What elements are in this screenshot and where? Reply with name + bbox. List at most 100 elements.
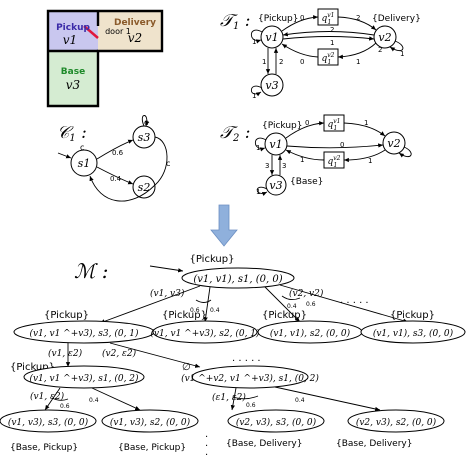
m-l3-label-2: {Base, Delivery} xyxy=(226,439,302,449)
m-l1-text-0: (v1, v1 ^+v3), s3, (0, 1) xyxy=(29,328,139,339)
base-label: Base xyxy=(61,67,85,77)
pickup-label: Pickup xyxy=(56,23,90,33)
m-l1-prob-0: 0.6 xyxy=(190,307,200,314)
m-l2-node-1 xyxy=(191,365,309,389)
delivery-label: Delivery xyxy=(114,18,156,28)
m-l1-label-1: {Pickup} xyxy=(162,310,207,321)
m-l3-prob-0: 0.6 xyxy=(60,403,70,410)
m-l2-node-0 xyxy=(23,365,145,389)
t1-edge-label-0: 0 xyxy=(300,14,304,22)
c1-label-0: c xyxy=(80,143,84,152)
t2-edge-label-2: 1 xyxy=(368,157,372,165)
t2-edge-label-8: 1 xyxy=(256,188,260,196)
t2-edge-label-0: 0 xyxy=(305,119,309,127)
m-root-label: {Pickup} xyxy=(190,254,235,265)
t1-name: 𝒯1 : xyxy=(220,11,251,32)
m-l1-text-2: (v1, v1), s2, (0, 0) xyxy=(270,328,351,339)
c1-label-4: 0.4 xyxy=(110,175,122,183)
t1-edge-label-1: 2 xyxy=(356,14,360,22)
m-l2-label-1: ∅ xyxy=(182,362,191,373)
m-l1-node-3 xyxy=(360,320,466,344)
m-l2-text-1: (v1 ^+v2, v1 ^+v3), s1, (0, 2) xyxy=(181,373,319,384)
m-l3-node-3 xyxy=(347,409,445,433)
t2-edge-label-3: 0 xyxy=(340,141,344,149)
t1-edge-label-6: 1 xyxy=(262,58,266,66)
t1-edge-label-3: 0 xyxy=(300,58,304,66)
m-l2-label-0: {Pickup} xyxy=(10,362,55,373)
m-l3-prob-3: 0.4 xyxy=(295,397,305,404)
t1-delivery-label: {Delivery} xyxy=(372,14,421,24)
t1-state-v3 xyxy=(260,73,284,97)
m-l3-text-3: (v2, v3), s2, (0, 0) xyxy=(356,417,437,428)
c1-state-s2 xyxy=(132,175,156,199)
t2-state-v2 xyxy=(382,131,406,155)
environment-map: Pickup v1 Delivery v2 door 1 Base v3 xyxy=(46,9,164,108)
t1-pickup-label: {Pickup} xyxy=(258,14,298,24)
m-action-e1e2: (ε1, ε2) xyxy=(212,392,246,403)
t2-pickup-label: {Pickup} xyxy=(262,121,302,131)
t1-edge-label-7: 2 xyxy=(279,58,283,66)
m-root-text: (v1, v1), s1, (0, 0) xyxy=(193,274,282,285)
t1-edge-label-11: 1 xyxy=(400,50,404,58)
t1-edge-label-10: 2 xyxy=(378,46,382,54)
c1-label-1: c xyxy=(144,118,148,127)
m-l3-node-1 xyxy=(101,409,199,433)
t1-v1-text: v1 xyxy=(265,31,278,44)
markov-chain-c1: 𝒞1 : s1 s3 s2 c c c 0.6 0.4 xyxy=(57,115,170,202)
t1-edge-label-2: 1 xyxy=(356,58,360,66)
m-name: ℳ : xyxy=(74,259,108,283)
delivery-var: v2 xyxy=(128,31,142,45)
m-l3-label-0: {Base, Pickup} xyxy=(10,443,78,453)
t2-edge-label-7: 3 xyxy=(282,162,286,170)
m-l1-node-1 xyxy=(152,320,258,344)
m-action-v2e2: (v2, ε2) xyxy=(102,348,137,359)
c1-state-s1 xyxy=(70,149,98,177)
t1-state-v1 xyxy=(260,25,284,49)
t1-edge-label-9: 1 xyxy=(252,92,256,100)
m-l1-text-3: (v1, v1), s3, (0, 0) xyxy=(373,328,454,339)
c1-label-2: c xyxy=(166,159,170,168)
m-l1-text-1: (v1, v1 ^+v3), s2, (0, 1) xyxy=(150,328,260,339)
t2-state-v1 xyxy=(264,132,288,156)
t2-v1-text: v1 xyxy=(269,138,282,151)
t1-edge-label-8: 1 xyxy=(252,38,256,46)
m-l3-text-0: (v1, v3), s3, (0, 0) xyxy=(8,417,89,428)
t1-edge-label-4: 2 xyxy=(330,26,334,34)
m-vdots: · xyxy=(205,432,208,443)
t2-base-label: {Base} xyxy=(290,177,323,187)
svg-text:·: · xyxy=(205,441,208,452)
t2-edge-label-1: 1 xyxy=(364,119,368,127)
m-l3-text-1: (v1, v3), s2, (0, 0) xyxy=(110,417,191,428)
c1-s1-text: s1 xyxy=(78,157,91,170)
t2-edge-label-5: 1 xyxy=(256,144,260,152)
c1-name: 𝒞1 : xyxy=(57,123,87,144)
m-dots-1: . . . . . xyxy=(340,295,369,306)
m-l2-text-0: (v1, v1 ^+v3), s1, (0, 2) xyxy=(29,373,139,384)
m-dots-2: . . . . . xyxy=(232,353,261,364)
m-l3-node-0 xyxy=(0,409,97,433)
m-l3-text-2: (v2, v3), s3, (0, 0) xyxy=(236,417,317,428)
t1-v2-text: v2 xyxy=(378,31,391,44)
m-action-v1e2: (v1, ε2) xyxy=(48,348,83,359)
m-l1-prob-2: 0.4 xyxy=(287,303,297,310)
pickup-var: v1 xyxy=(63,33,77,47)
m-action-v1v3: (v1, v3) xyxy=(150,288,185,299)
m-l1-label-2: {Pickup} xyxy=(262,310,307,321)
t2-name: 𝒯2 : xyxy=(220,123,251,144)
base-var: v3 xyxy=(66,78,81,92)
t2-edge-label-6: 3 xyxy=(265,162,269,170)
t1-v3-text: v3 xyxy=(265,79,278,92)
t1-edge-label-5: 1 xyxy=(330,39,334,47)
c1-s2-text: s2 xyxy=(138,181,151,194)
t2-v3-text: v3 xyxy=(269,179,282,192)
m-l1-label-0: {Pickup} xyxy=(44,310,89,321)
m-root-node xyxy=(181,267,295,289)
t2-v2-text: v2 xyxy=(387,137,400,150)
delivery-room xyxy=(98,11,162,51)
product-mdp-m: ℳ : {Pickup} (v1, v1), s1, (0, 0) (v1, v… xyxy=(0,254,466,461)
